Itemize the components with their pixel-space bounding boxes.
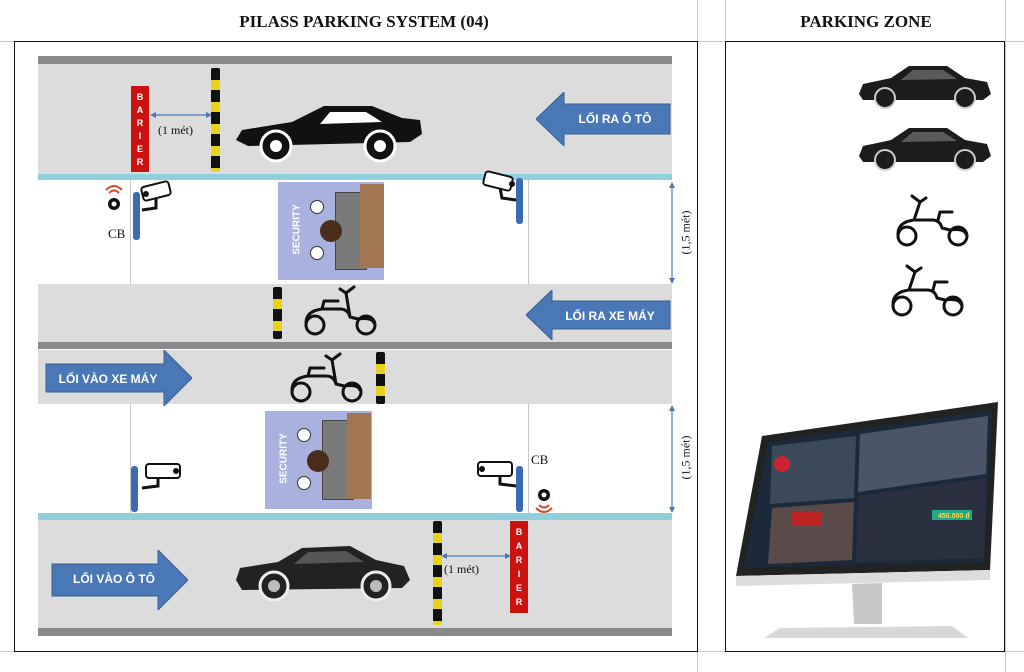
- security-camera-icon: [140, 180, 172, 212]
- parked-scooter-icon: [896, 194, 969, 247]
- barrier-letter: I: [517, 569, 521, 579]
- zone-frame: [725, 41, 1005, 652]
- system-frame: [14, 41, 698, 652]
- moto-exit-label: LỐI RA XE MÁY: [565, 309, 655, 323]
- zone-title: PARKING ZONE: [800, 12, 932, 31]
- barrier-letter: E: [136, 143, 143, 154]
- car-icon: [236, 546, 410, 602]
- distance-label-bottom: (1 mét): [444, 562, 479, 576]
- distance-arrow: [150, 112, 212, 118]
- scooter-icon: [290, 352, 363, 403]
- booth-width-label-bottom: (1,5 mét): [678, 435, 693, 480]
- parked-car-icon: [859, 128, 991, 171]
- lane-border: [38, 513, 672, 520]
- moto-exit-arrow: [526, 290, 671, 340]
- wireless-sensor-icon: [105, 185, 123, 210]
- moto-entry-label: LỐI VÀO XE MÁY: [58, 372, 158, 386]
- grid-line: [1005, 0, 1006, 672]
- wireless-sensor-icon: [535, 489, 553, 513]
- camera-pole: [131, 466, 138, 512]
- boom-pole: [376, 352, 385, 404]
- island-line: [130, 180, 131, 284]
- barrier-letter: B: [136, 91, 144, 102]
- parked-scooter-icon: [891, 264, 964, 317]
- booth-label-top: SECURITY: [291, 204, 303, 255]
- barrier-letter: A: [515, 541, 523, 551]
- clock-icon: [310, 200, 324, 214]
- distance-arrow: [441, 553, 511, 559]
- island-line: [130, 404, 131, 513]
- barrier-letter: R: [515, 597, 523, 607]
- parked-car-icon: [859, 66, 991, 109]
- barrier-letter: R: [136, 156, 144, 167]
- booth-width-label-top: (1,5 mét): [678, 210, 693, 255]
- scooter-icon: [304, 285, 377, 336]
- cb-label-bottom: CB: [531, 452, 549, 467]
- security-camera-icon: [482, 170, 517, 202]
- boom-pole: [211, 68, 220, 172]
- barrier-letter: R: [515, 555, 523, 565]
- security-camera-icon: [141, 463, 181, 490]
- lane-border: [38, 342, 672, 349]
- car-exit-label: LỐI RA Ô TÔ: [578, 112, 652, 126]
- title-divider: [725, 0, 726, 40]
- lane-border: [38, 174, 672, 180]
- car-entry-arrow: [51, 550, 188, 610]
- booth-width-arrow: [669, 405, 675, 513]
- barrier-bottom: B A R I E R: [510, 521, 528, 613]
- security-guard-icon: [307, 450, 329, 472]
- barrier-letter: A: [136, 104, 144, 115]
- security-camera-icon: [477, 461, 517, 488]
- booth-width-arrow: [669, 182, 675, 284]
- monitor-price-text: 450.000 đ: [938, 513, 970, 520]
- car-exit-arrow: [536, 92, 671, 146]
- system-title: PILASS PARKING SYSTEM (04): [239, 12, 489, 31]
- barrier-letter: E: [515, 583, 522, 593]
- booth-cabinet: [347, 413, 371, 499]
- island-line: [528, 180, 529, 284]
- barrier-letter: B: [515, 527, 523, 537]
- clock-icon: [297, 428, 311, 442]
- camera-pole: [133, 192, 140, 240]
- clock-icon: [297, 476, 311, 490]
- cb-label-top: CB: [108, 226, 126, 241]
- car-icon: [236, 106, 422, 163]
- barrier-letter: R: [136, 117, 144, 128]
- clock-icon: [310, 246, 324, 260]
- island-line: [528, 404, 529, 513]
- security-guard-icon: [320, 220, 342, 242]
- moto-entry-arrow: [45, 350, 192, 406]
- camera-pole: [516, 178, 523, 224]
- camera-pole: [516, 466, 523, 512]
- barrier-top: B A R I E R: [131, 86, 149, 172]
- lane-border: [38, 628, 672, 636]
- boom-pole: [273, 287, 282, 339]
- booth-cabinet: [360, 184, 384, 268]
- lane-border: [38, 56, 672, 64]
- distance-label-top: (1 mét): [158, 123, 193, 137]
- car-entry-label: LỐI VÀO Ô TÔ: [72, 572, 155, 586]
- booth-label-bottom: SECURITY: [278, 433, 290, 484]
- boom-pole: [433, 521, 442, 625]
- barrier-letter: I: [138, 130, 142, 141]
- monitor-display-icon: [736, 402, 998, 638]
